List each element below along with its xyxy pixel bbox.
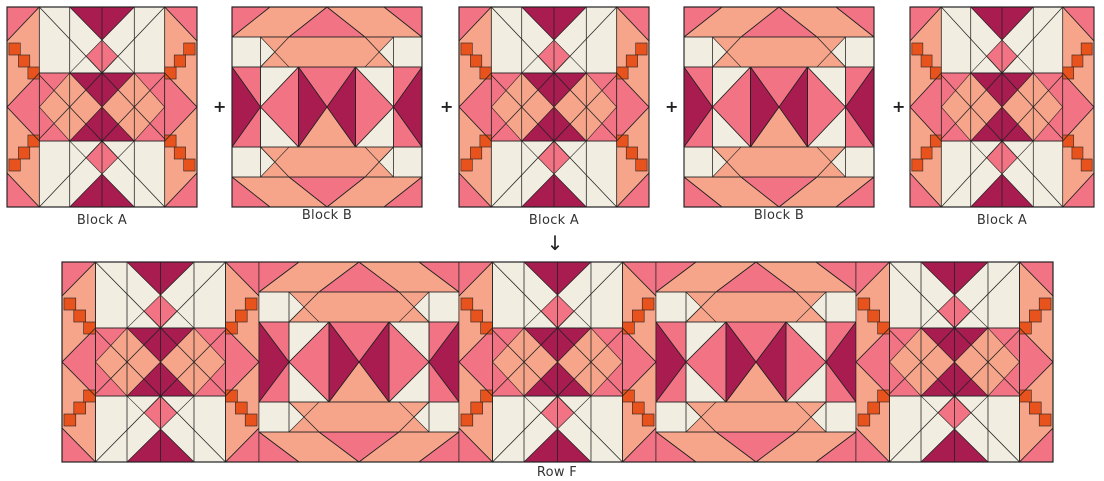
plus-sign-3: + bbox=[665, 97, 678, 116]
row-label: Row F bbox=[537, 465, 577, 480]
row-block-a-1 bbox=[62, 262, 259, 462]
plus-sign-1: + bbox=[213, 97, 226, 116]
block-label-b-2: Block B bbox=[754, 208, 804, 223]
block-b-1 bbox=[232, 7, 422, 207]
down-arrow-icon: ↓ bbox=[547, 231, 564, 255]
block-a-2 bbox=[459, 7, 649, 207]
block-a-pattern bbox=[7, 7, 197, 207]
block-a-pattern bbox=[459, 262, 656, 462]
block-b-pattern bbox=[259, 262, 459, 462]
block-label-a-2: Block A bbox=[529, 213, 579, 228]
block-b-2 bbox=[684, 7, 874, 207]
block-b-pattern bbox=[656, 262, 856, 462]
row-block-a-3 bbox=[856, 262, 1053, 462]
block-a-pattern bbox=[910, 7, 1094, 207]
row-block-a-2 bbox=[459, 262, 656, 462]
block-a-1 bbox=[7, 7, 197, 207]
block-label-a-3: Block A bbox=[977, 213, 1027, 228]
row-block-b-2 bbox=[656, 262, 856, 462]
block-a-pattern bbox=[62, 262, 259, 462]
plus-sign-4: + bbox=[892, 97, 905, 116]
block-a-pattern bbox=[459, 7, 649, 207]
row-block-b-1 bbox=[259, 262, 459, 462]
block-a-pattern bbox=[856, 262, 1053, 462]
block-label-b-1: Block B bbox=[302, 208, 352, 223]
block-b-pattern bbox=[684, 7, 874, 207]
block-a-3 bbox=[910, 7, 1094, 207]
block-label-a-1: Block A bbox=[77, 213, 127, 228]
block-b-pattern bbox=[232, 7, 422, 207]
assembled-row bbox=[62, 262, 1053, 462]
plus-sign-2: + bbox=[440, 97, 453, 116]
